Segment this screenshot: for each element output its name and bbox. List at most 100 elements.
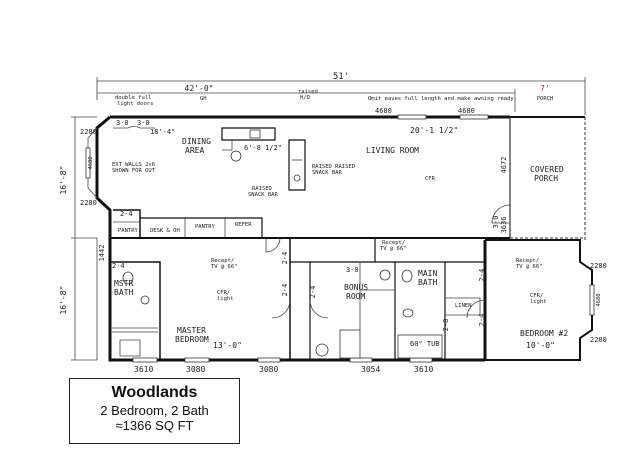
dim-6-8: 6'-8 1/2" — [244, 144, 282, 152]
window-3610-b: 3610 — [414, 365, 433, 374]
dim-2-8: 2-8 — [442, 319, 450, 332]
window-right-bay — [589, 284, 595, 316]
window-bottom-4 — [349, 357, 373, 363]
window-bottom-3 — [257, 357, 281, 363]
dim-4680-c: 4680 — [458, 107, 475, 115]
dim-13-0: 13'-0" — [213, 341, 242, 350]
window-3080-a: 3080 — [186, 365, 205, 374]
dim-3-0-b: 3-0 — [137, 119, 150, 127]
bedroom-2-label: BEDROOM #2 — [520, 329, 568, 338]
porch-top-label: PORCH — [537, 96, 554, 102]
desk-label: DESK & OH — [150, 228, 180, 234]
window-left-bay — [85, 147, 91, 179]
main-sink — [402, 308, 414, 318]
plan-area: ≈1366 SQ FT — [115, 418, 194, 433]
dim-4680-b: 4680 — [375, 107, 392, 115]
recept-3: Recept/TV @ 66" — [516, 258, 543, 270]
dim-4680-d: 4680 — [596, 293, 602, 306]
main-toilet — [401, 269, 413, 283]
pantry-label: PANTRY — [118, 228, 139, 234]
window-3610-a: 3610 — [134, 365, 153, 374]
overall-width-label: 51' — [333, 72, 349, 82]
note-roof: Omit eaves full length and make awning r… — [368, 96, 514, 102]
linen-label: LINEN — [455, 303, 472, 309]
lower-interior — [110, 237, 486, 360]
dim-18-4: 18'-4" — [150, 128, 175, 136]
dim-line-top: 42'-0" — [97, 84, 516, 112]
window-top-2 — [459, 114, 489, 120]
dim-10-0: 10'-0" — [526, 341, 555, 350]
kitchen-sink — [249, 129, 261, 139]
dim-3636: 3636 — [500, 217, 508, 234]
dim-2-4-b: 2-4 — [112, 262, 125, 270]
dim-3-0-a: 3-0 — [116, 119, 129, 127]
dim-2-4-f: 2-4 — [478, 314, 486, 327]
cfr-light-2: CFR/light — [530, 293, 547, 305]
plan-name: Woodlands — [111, 384, 198, 401]
dim-3-0-d: 3-0 — [346, 266, 359, 274]
main-tub — [397, 334, 443, 359]
dim-3-0-c: 3-0 — [492, 216, 500, 229]
dim-line-overall: 51' — [96, 72, 586, 115]
dim-2280-b: 2280 — [80, 199, 97, 207]
dim-2-4-a: 2-4 — [120, 210, 133, 218]
dim-1442: 1442 — [98, 245, 106, 262]
dim-2280-c: 2280 — [590, 262, 607, 270]
window-bottom-5 — [409, 357, 433, 363]
plan-beds: 2 Bedroom, 2 Bath — [100, 403, 209, 418]
dim-left: 16'-8" 16'-8" — [59, 116, 97, 361]
recept-1: Recept/TV @ 66" — [211, 258, 238, 270]
upper-interior — [113, 126, 511, 238]
window-3054: 3054 — [361, 365, 380, 374]
pantry2-label: PANTRY — [195, 224, 216, 230]
dim-2280-a: 2280 — [80, 128, 97, 136]
dim-2-4-d: 2-4 — [281, 284, 289, 297]
side-width-2: 16'-8" — [59, 286, 68, 315]
master-toilet — [122, 271, 134, 285]
dim-4672: 4672 — [500, 157, 508, 174]
recept-2: Recept/TV @ 66" — [380, 240, 407, 252]
dim-20-1: 20'-1 1/2" — [410, 126, 458, 135]
window-marks — [85, 114, 595, 363]
bonus-closet — [339, 329, 361, 359]
refer-label: REFER — [235, 222, 252, 228]
dim-4680-a: 4680 — [88, 156, 94, 169]
top-width-label: 42'-0" — [185, 84, 214, 93]
title-block: Woodlands 2 Bedroom, 2 Bath ≈1366 SQ FT — [69, 378, 240, 444]
master-sink — [140, 295, 150, 305]
island-outlet-icon — [293, 174, 301, 182]
gh-label: GH — [200, 96, 207, 102]
cfr-living: CFR — [425, 176, 436, 182]
window-3080-b: 3080 — [259, 365, 278, 374]
dim-2-4-e: 2-4 — [478, 269, 486, 282]
water-heater — [315, 343, 329, 357]
dim-2280-d: 2280 — [590, 336, 607, 344]
range-icon — [230, 150, 242, 162]
window-bottom-1 — [132, 357, 158, 363]
window-bottom-2 — [184, 357, 210, 363]
dim-2-4-c: 2-4 — [281, 252, 289, 265]
porch-width-label: 7' — [540, 84, 550, 93]
living-room-label: LIVING ROOM — [366, 146, 419, 155]
bonus-fixture — [379, 269, 391, 281]
tub-label: 60" TUB — [410, 340, 440, 348]
side-width-1: 16'-8" — [59, 166, 68, 195]
window-top-1 — [397, 114, 427, 120]
cfr-light-1: CFR/light — [217, 290, 234, 302]
dim-2-4-g: 2-4 — [309, 286, 317, 299]
